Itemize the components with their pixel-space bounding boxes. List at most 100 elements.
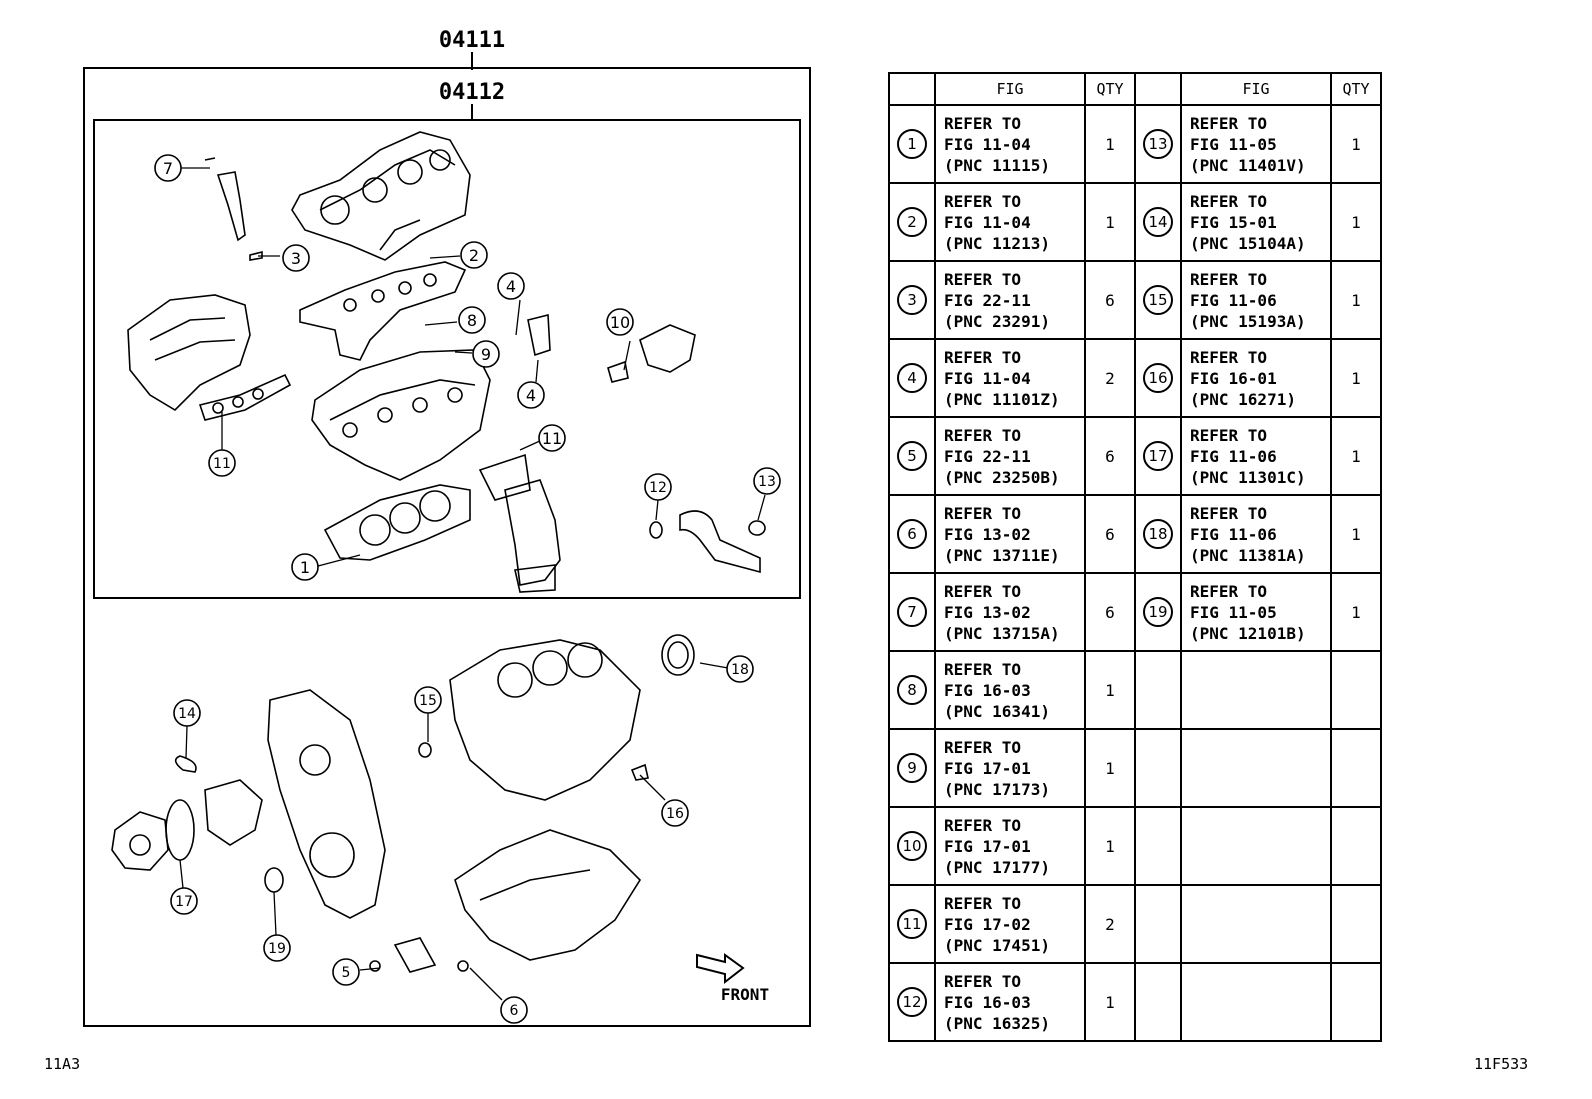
svg-text:14: 14 — [178, 706, 196, 722]
callout-19: 6 — [500, 996, 528, 1024]
item-number-cell: 1 — [888, 104, 936, 184]
item-number-cell: 3 — [888, 260, 936, 340]
callout-8: 10 — [606, 308, 634, 336]
item-number-cell: 10 — [888, 806, 936, 886]
fig-reference-cell: REFER TO FIG 22-11 (PNC 23291) — [934, 260, 1086, 340]
svg-text:4: 4 — [506, 277, 516, 296]
item-number-badge: 6 — [897, 519, 927, 549]
fig-reference-cell: REFER TO FIG 11-06 (PNC 11381A) — [1180, 494, 1332, 574]
assembly-code-04111: 04111 — [439, 28, 505, 53]
callout-4-upper: 4 — [497, 272, 525, 300]
item-number-cell: 16 — [1134, 338, 1182, 418]
outer-frame — [83, 67, 811, 1027]
leader-lines — [179, 167, 766, 1001]
item-number-badge: 14 — [1143, 207, 1173, 237]
item-number-badge: 8 — [897, 675, 927, 705]
fig-reference-cell: REFER TO FIG 13-02 (PNC 13715A) — [934, 572, 1086, 652]
fig-reference-cell: REFER TO FIG 11-04 (PNC 11213) — [934, 182, 1086, 262]
item-number-badge: 18 — [1143, 519, 1173, 549]
callout-4-lower: 4 — [517, 381, 545, 409]
exploded-parts-diagram: 04111 04112 — [83, 28, 811, 1027]
callout-14: 5 — [332, 958, 360, 986]
callout-12: 14 — [173, 699, 201, 727]
item-number-badge: 13 — [1143, 129, 1173, 159]
callout-17: 19 — [263, 934, 291, 962]
valve-cover-drawing — [291, 131, 471, 261]
fig-reference-cell: REFER TO FIG 11-06 (PNC 15193A) — [1180, 260, 1332, 340]
fig-reference-cell: REFER TO FIG 11-05 (PNC 11401V) — [1180, 104, 1332, 184]
item-number-badge: 16 — [1143, 363, 1173, 393]
empty-cell — [1180, 962, 1332, 1042]
fig-reference-cell: REFER TO FIG 11-04 (PNC 11115) — [934, 104, 1086, 184]
item-number-cell: 17 — [1134, 416, 1182, 496]
item-number-badge: 3 — [897, 285, 927, 315]
svg-text:6: 6 — [510, 1003, 519, 1019]
fig-reference-cell: REFER TO FIG 13-02 (PNC 13711E) — [934, 494, 1086, 574]
empty-cell — [1180, 806, 1332, 886]
svg-text:9: 9 — [481, 345, 491, 364]
fig-reference-cell: REFER TO FIG 11-06 (PNC 11301C) — [1180, 416, 1332, 496]
item-number-cell: 2 — [888, 182, 936, 262]
inner-frame — [93, 119, 801, 599]
callout-11-left: 12 — [644, 473, 672, 501]
svg-text:5: 5 — [342, 965, 351, 981]
svg-text:11: 11 — [213, 456, 231, 472]
fig-reference-cell: REFER TO FIG 16-03 (PNC 16341) — [934, 650, 1086, 730]
callout-11-right: 13 — [753, 467, 781, 495]
header-qty-left: QTY — [1084, 72, 1136, 106]
svg-text:19: 19 — [268, 941, 286, 957]
item-number-cell: 13 — [1134, 104, 1182, 184]
svg-text:13: 13 — [758, 474, 776, 490]
svg-text:11: 11 — [542, 429, 562, 448]
empty-cell — [1330, 806, 1382, 886]
item-number-badge: 9 — [897, 753, 927, 783]
callout-6: 8 — [458, 306, 486, 334]
callout-15: 15 — [414, 686, 442, 714]
svg-text:18: 18 — [731, 662, 749, 678]
fig-reference-cell: REFER TO FIG 16-01 (PNC 16271) — [1180, 338, 1332, 418]
callout-3: 3 — [282, 244, 310, 272]
item-number-badge: 17 — [1143, 441, 1173, 471]
empty-cell — [1330, 728, 1382, 808]
quantity-cell: 1 — [1330, 338, 1382, 418]
fig-reference-cell: REFER TO FIG 16-03 (PNC 16325) — [934, 962, 1086, 1042]
fig-reference-cell: REFER TO FIG 17-01 (PNC 17173) — [934, 728, 1086, 808]
cylinder-block-drawing — [449, 639, 641, 801]
small-parts-drawing — [264, 634, 695, 973]
hose-drawing — [649, 510, 766, 574]
corner-code-right: 11F533 — [1474, 1055, 1529, 1073]
fig-reference-cell: REFER TO FIG 11-05 (PNC 12101B) — [1180, 572, 1332, 652]
item-number-cell: 6 — [888, 494, 936, 574]
intake-manifold-drawing — [127, 294, 292, 421]
quantity-cell: 1 — [1084, 728, 1136, 808]
cylinder-head-drawing — [311, 349, 491, 481]
item-number-badge: 2 — [897, 207, 927, 237]
item-number-cell: 12 — [888, 962, 936, 1042]
empty-cell — [1134, 728, 1182, 808]
svg-text:17: 17 — [175, 894, 193, 910]
svg-text:12: 12 — [649, 480, 667, 496]
head-gasket-1-drawing — [323, 484, 471, 561]
fig-reference-cell: REFER TO FIG 15-01 (PNC 15104A) — [1180, 182, 1332, 262]
item-number-badge: 7 — [897, 597, 927, 627]
corner-code-left: 11A3 — [44, 1055, 81, 1073]
quantity-cell: 1 — [1084, 962, 1136, 1042]
callout-9: 11 — [538, 424, 566, 452]
item-number-badge: 11 — [897, 909, 927, 939]
item-number-badge: 19 — [1143, 597, 1173, 627]
empty-cell — [1134, 962, 1182, 1042]
callout-18: 18 — [726, 655, 754, 683]
svg-text:16: 16 — [666, 806, 684, 822]
item-number-badge: 12 — [897, 987, 927, 1017]
empty-cell — [1134, 650, 1182, 730]
